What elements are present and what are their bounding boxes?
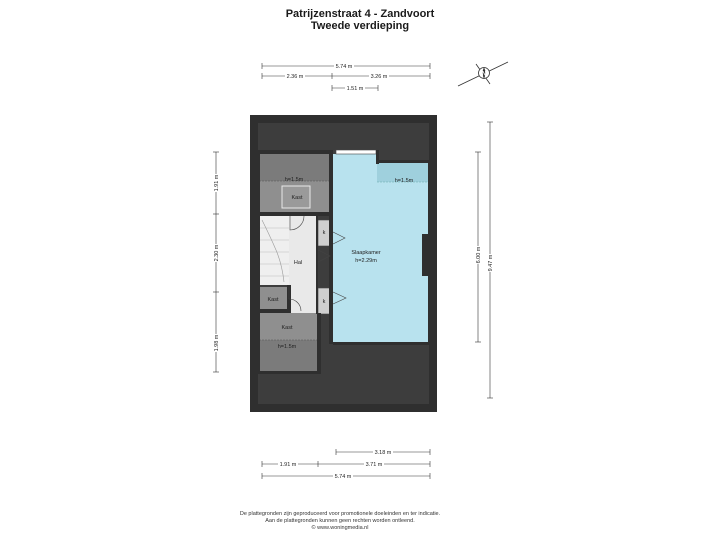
copyright: © www.woningmedia.nl <box>311 525 369 531</box>
dim-bottom-left: 1.91 m <box>280 462 297 468</box>
label-kast-bottom-height: h=1.5m <box>278 344 297 350</box>
label-kast-bottom: Kast <box>281 325 292 331</box>
dim-right-inner: 6.00 m <box>476 246 482 263</box>
compass-label: N <box>482 72 486 78</box>
slaapkamer-low <box>377 162 430 182</box>
dim-bottom-inner: 3.18 m <box>375 450 392 456</box>
dim-top-inner: 1.51 m <box>347 86 364 92</box>
window <box>335 149 377 155</box>
plan-title: Patrijzenstraat 4 - Zandvoort <box>285 8 435 20</box>
kast-bottom-low <box>259 340 317 371</box>
dim-left-lower: 1.98 m <box>214 334 220 351</box>
dim-top-right: 3.26 m <box>371 74 388 80</box>
kast-top-box <box>281 185 311 209</box>
label-slaapkamer-low: h=1.5m <box>395 178 414 184</box>
dim-bottom-total: 5.74 m <box>335 474 352 480</box>
slaapkamer <box>333 154 430 342</box>
label-kast-top: Kast <box>291 195 302 201</box>
chimney-block <box>422 234 430 276</box>
label-hal: Hal <box>294 260 302 266</box>
label-kast-top-height: h=1.5m <box>285 177 304 183</box>
dim-right-outer: 9.47 m <box>488 254 494 271</box>
disclaimer-line-1: De plattegronden zijn geproduceerd voor … <box>239 511 441 517</box>
compass-icon: N <box>457 61 509 87</box>
doors <box>288 215 347 312</box>
hal <box>289 216 316 313</box>
dim-left-upper: 1.91 m <box>214 174 220 191</box>
label-closet-k1: k <box>323 230 326 236</box>
staircase <box>259 216 289 285</box>
floor-name: Tweede verdieping <box>310 20 410 32</box>
dim-bottom-right: 3.71 m <box>366 462 383 468</box>
kast-top-low <box>259 154 329 181</box>
dim-top-left: 2.36 m <box>287 74 304 80</box>
dim-left-middle: 2.30 m <box>214 244 220 261</box>
kast-small <box>259 287 287 309</box>
dim-top-total: 5.74 m <box>336 64 353 70</box>
label-closet-k2: k <box>323 299 326 305</box>
label-slaapkamer-height: h=2.29m <box>355 258 377 264</box>
disclaimer-line-2: Aan de plattegronden kunnen geen rechten… <box>265 518 415 524</box>
label-kast-small: Kast <box>267 297 278 303</box>
label-slaapkamer: Slaapkamer <box>351 250 381 256</box>
